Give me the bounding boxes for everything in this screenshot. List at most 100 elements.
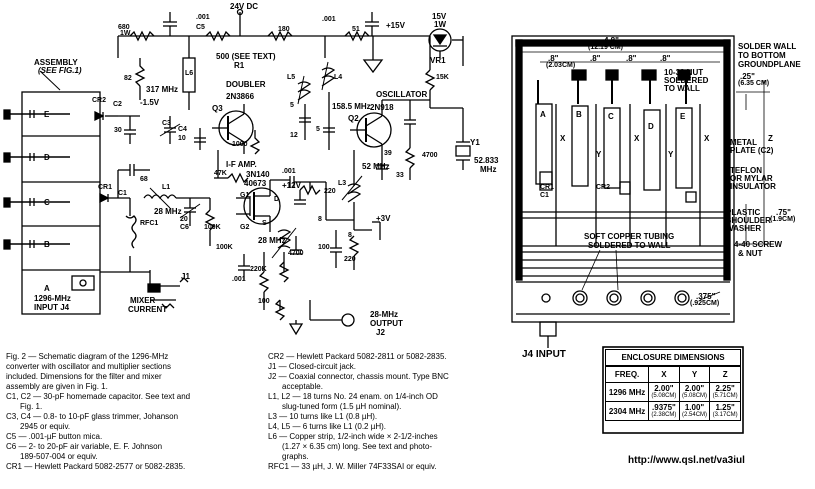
- dim-48: 4.8": [604, 36, 619, 45]
- caption-line: acceptable.: [282, 382, 323, 391]
- screw-note: 4-40 SCREW: [734, 240, 783, 249]
- q1-part: 3N140: [246, 170, 270, 179]
- mixer-label: MIXER: [130, 296, 156, 305]
- row-freq: 2304 MHz: [604, 401, 650, 421]
- teflon: TEFLON: [730, 166, 762, 175]
- col-y: Y: [678, 365, 711, 383]
- if-amp-stage: [99, 150, 381, 336]
- part-n8a: 8: [318, 216, 322, 223]
- part-c20: 20: [180, 216, 188, 223]
- row-x: .9375"(2.38CM): [648, 401, 680, 421]
- dim-8a-metric: (2.03CM): [546, 62, 576, 69]
- caption-line: C1, C2 — 30-pF homemade capacitor. See t…: [6, 392, 191, 401]
- doubler-stage: [94, 36, 261, 155]
- enclosure-table-title: ENCLOSURE DIMENSIONS: [605, 349, 741, 367]
- table-row: 2304 MHz .9375"(2.38CM) 1.00"(2.54CM) 1.…: [604, 401, 741, 421]
- teflon-2: OR MYLAR: [730, 174, 773, 183]
- encl-section-b: B: [576, 110, 582, 119]
- doubler-label: DOUBLER: [226, 80, 266, 89]
- encl-cr1: CR1: [540, 184, 555, 191]
- plastic-2: SHOULDER: [726, 216, 771, 225]
- part-c5b: 5: [290, 102, 294, 109]
- dim-8b: .8": [590, 54, 601, 63]
- encl-x-1: X: [560, 134, 566, 143]
- assembly-box: [3, 70, 101, 315]
- dim-8a: .8": [548, 54, 559, 63]
- caption-line: assembly are given in Fig. 1.: [6, 382, 108, 391]
- nut-note-2: SOLDERED: [664, 76, 709, 85]
- section-d: D: [44, 153, 50, 162]
- caption-line: Fig. 1.: [20, 402, 43, 411]
- minus15-label: -1.5V: [140, 98, 160, 107]
- caption-line: converter with oscillator and multiplier…: [6, 362, 171, 371]
- supply-rail: [117, 8, 430, 74]
- q2-part: 2N918: [370, 103, 394, 112]
- caption-line: C3, C4 — 0.8- to 10-pF glass trimmer, Jo…: [6, 412, 179, 421]
- row-x: 2.00"(5.08CM): [648, 382, 680, 402]
- part-r1000: 1000: [232, 141, 248, 148]
- part-d: D: [274, 196, 280, 203]
- enclosure-drawing: [511, 35, 770, 348]
- dim-z: Z: [768, 134, 773, 143]
- part-r4700a: 4700: [422, 152, 438, 159]
- row-freq: 1296 MHz: [604, 382, 650, 402]
- caption-left: Fig. 2 — Schematic diagram of the 1296-M…: [6, 352, 264, 472]
- part-rfc1: RFC1: [140, 220, 159, 227]
- dim-25-metric: (6.35 CM): [738, 80, 770, 87]
- assembly-label: ASSEMBLY: [34, 58, 78, 67]
- section-c: C: [44, 198, 50, 207]
- metal-plate: METAL: [730, 138, 757, 147]
- output-label: 28-MHz: [370, 310, 399, 319]
- part-c001b: .001: [322, 16, 336, 23]
- y1-label: Y1: [470, 138, 480, 147]
- caption-line: 189-507-004 or equiv.: [20, 452, 98, 461]
- part-c3: C3: [162, 120, 171, 127]
- plastic: PLASTIC: [726, 208, 761, 217]
- plus15-label: +15V: [386, 21, 405, 30]
- teflon-3: INSULATOR: [730, 182, 776, 191]
- row-y: 2.00"(5.08CM): [678, 382, 711, 402]
- section-e: E: [44, 110, 50, 119]
- caption-line: L6 — Copper strip, 1/2-inch wide × 2-1/2…: [268, 432, 438, 441]
- vr1-zener: [424, 28, 464, 108]
- row-y: 1.00"(2.54CM): [678, 401, 711, 421]
- caption-line: L3 — 10 turns like L1 (0.8 µH).: [268, 412, 378, 421]
- encl-cr2: CR2: [596, 184, 611, 191]
- row-z: 2.25"(5.71CM): [709, 382, 741, 402]
- part-l1: L1: [162, 184, 171, 191]
- output-label-2: OUTPUT: [370, 319, 403, 328]
- table-row: 1296 MHz 2.00"(5.08CM) 2.00"(5.08CM) 2.2…: [604, 382, 741, 402]
- part-c68: 68: [140, 176, 148, 183]
- enclosure-dimensions-table: ENCLOSURE DIMENSIONS FREQ. X Y Z 1296 MH…: [604, 349, 741, 421]
- part-r680: 680: [118, 24, 130, 31]
- part-c39: 39: [384, 150, 392, 157]
- part-r100b: 100: [258, 298, 270, 305]
- caption-line: Fig. 2 — Schematic diagram of the 1296-M…: [6, 352, 169, 361]
- caption-line: CR1 — Hewlett Packard 5082-2577 or 5082-…: [6, 462, 186, 471]
- screw-note-2: & NUT: [738, 249, 763, 258]
- part-r680w: 1W: [120, 30, 131, 37]
- part-c12: 12: [290, 132, 298, 139]
- freq-28-a: 28 MHz: [154, 207, 182, 216]
- part-c5: C5: [196, 24, 205, 31]
- dim-375: .375": [696, 292, 716, 301]
- encl-x-2: X: [634, 134, 640, 143]
- part-g2: G2: [240, 224, 250, 231]
- part-l5: L5: [287, 74, 296, 81]
- caption-line: included. Dimensions for the filter and …: [6, 372, 162, 381]
- j1-label: J1: [181, 272, 190, 281]
- q1-part-2: 40673: [244, 179, 267, 188]
- nut-note: 10-32 NUT: [664, 68, 704, 77]
- oscillator-label: OSCILLATOR: [376, 90, 428, 99]
- assembly-ref: (SEE FIG.1): [38, 66, 82, 75]
- dim-375-metric: (.925CM): [690, 300, 720, 307]
- part-r100a: 100: [318, 244, 330, 251]
- dim-48-metric: (12.19 CM): [588, 44, 624, 51]
- encl-section-c: C: [608, 112, 614, 121]
- caption-line: J2 — Coaxial connector, chassis mount. T…: [268, 372, 449, 381]
- part-l4: L4: [334, 74, 343, 81]
- part-g1: G1: [240, 192, 250, 199]
- part-l6: L6: [185, 70, 194, 77]
- encl-section-e: E: [680, 112, 686, 121]
